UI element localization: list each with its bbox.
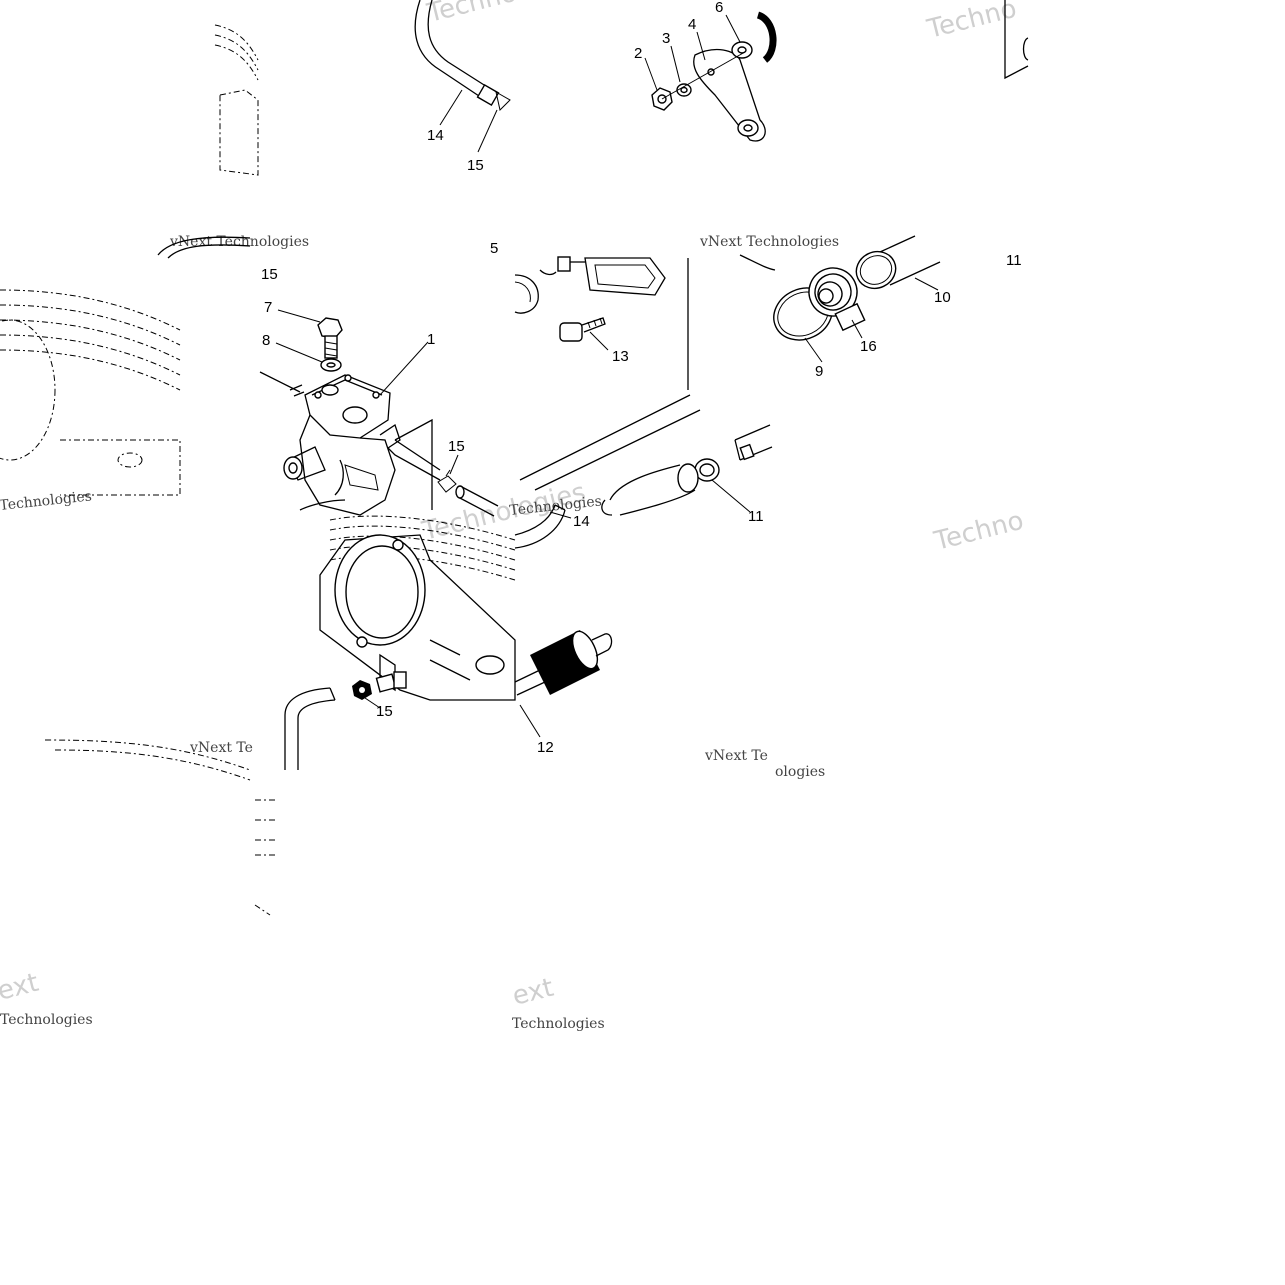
callout-labels: 14 15 2 3 4 6 15 5 11 7 8 1 13 9 16 10 1… — [261, 0, 1022, 756]
cylinder-flange — [319, 515, 516, 701]
callout-3: 3 — [662, 30, 670, 47]
callout-12: 12 — [537, 739, 554, 756]
callout-8: 8 — [262, 332, 270, 349]
callout-11-top: 11 — [1006, 252, 1022, 269]
callout-5: 5 — [490, 240, 498, 257]
callout-10: 10 — [934, 289, 951, 306]
leader-lines — [275, 14, 939, 738]
hose-part-14-top — [414, 0, 511, 111]
callout-11-mid: 11 — [748, 508, 764, 525]
clip-and-hose-15 — [437, 469, 499, 517]
callout-1: 1 — [427, 331, 435, 348]
carburetor-body-1 — [259, 317, 441, 516]
watermark-text: ologies — [775, 764, 825, 780]
callout-7: 7 — [264, 299, 272, 316]
callout-14-right: 14 — [573, 513, 590, 530]
shaft-and-sleeve-11 — [601, 424, 773, 516]
watermark-text: Technologies — [0, 488, 93, 514]
seal-spring-tube — [773, 235, 941, 341]
callout-4: 4 — [688, 16, 696, 33]
clip-15-lower — [352, 680, 372, 700]
watermark-text: ext — [509, 973, 556, 1012]
watermark-text: Techno — [423, 0, 519, 29]
elbow-hose-lower — [284, 687, 336, 770]
watermark-text: vNext Te — [189, 740, 253, 756]
callout-2: 2 — [634, 45, 642, 62]
callout-14-top: 14 — [427, 127, 444, 144]
callout-9: 9 — [815, 363, 823, 380]
partial-housing-top-right — [1004, 0, 1029, 80]
watermark-text: vNext Technologies — [699, 234, 839, 250]
callout-15-left: 15 — [261, 266, 278, 283]
callout-15-top: 15 — [467, 157, 484, 174]
callout-16: 16 — [860, 338, 877, 355]
watermark-text: vNext Te — [704, 748, 768, 764]
callout-6: 6 — [715, 0, 723, 16]
watermark-text: ext — [0, 968, 42, 1007]
callout-15-low: 15 — [376, 703, 393, 720]
watermark-text: Techno — [930, 506, 1026, 557]
gasket-and-bolt-13 — [514, 256, 701, 491]
callout-13: 13 — [612, 348, 629, 365]
background-engine-fragments — [0, 24, 776, 916]
callout-15-mid: 15 — [448, 438, 465, 455]
watermark-text: Technologies — [512, 1016, 605, 1032]
lever-assembly — [651, 11, 777, 142]
starter-gear-12 — [514, 630, 613, 696]
watermark-layer: Techno Techno Techno Technologies vNext … — [0, 0, 1027, 1032]
watermark-text: Technologies — [0, 1012, 93, 1028]
